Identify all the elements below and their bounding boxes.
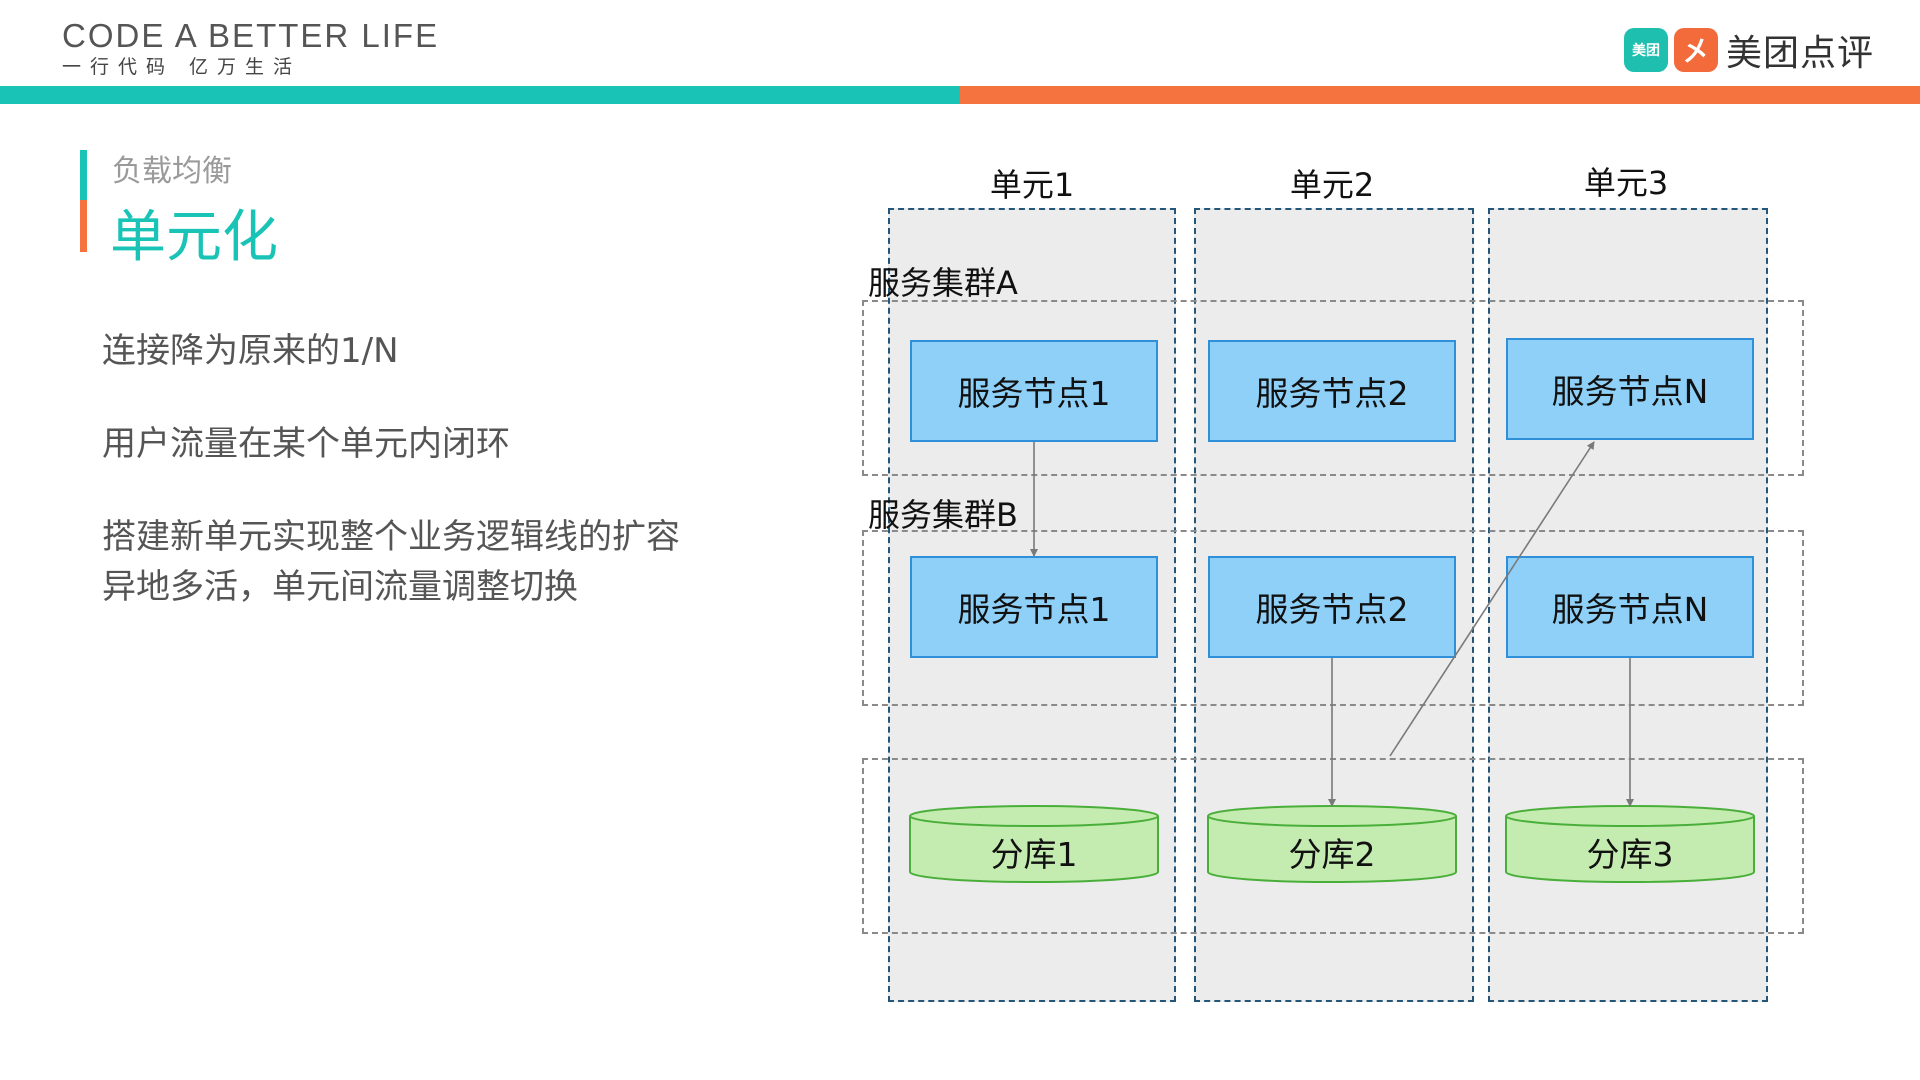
cluster-a-label: 服务集群A (868, 264, 1018, 302)
cluster-b-label: 服务集群B (868, 496, 1018, 534)
page-title: 单元化 (110, 205, 278, 270)
unit-label-3: 单元3 (1583, 164, 1669, 202)
bullet-item: 搭建新单元实现整个业务逻辑线的扩容 (102, 517, 680, 557)
header-stripe-teal (0, 86, 960, 104)
cluster-b-node-n: 服务节点N (1506, 556, 1754, 658)
logo-text: 美团点评 (1726, 33, 1875, 74)
brand-slogan: CODE A BETTER LIFE 一行代码 亿万生活 (62, 17, 440, 79)
database-label-3: 分库3 (1586, 835, 1674, 874)
title-accent-bar-teal (80, 150, 87, 200)
meituan-logo-icon: 美团 (1624, 28, 1668, 72)
cluster-a-node-n: 服务节点N (1506, 338, 1754, 440)
dianping-logo-icon: 㐅 (1674, 28, 1718, 72)
section-subtitle: 负载均衡 (112, 154, 232, 189)
unit-label-2: 单元2 (1289, 166, 1375, 204)
brand-slogan-english: CODE A BETTER LIFE (62, 17, 440, 54)
bullet-item: 异地多活，单元间流量调整切换 (102, 567, 578, 607)
brand-slogan-chinese: 一行代码 亿万生活 (62, 56, 302, 78)
cluster-b-node-1: 服务节点1 (910, 556, 1158, 658)
cluster-a-node-1: 服务节点1 (910, 340, 1158, 442)
cluster-a-region (862, 300, 1804, 476)
bullet-item: 连接降为原来的1/N (102, 331, 399, 371)
meituan-dianping-logo: 美团 㐅 美团点评 (1624, 26, 1874, 74)
title-accent-bar-orange (80, 200, 87, 252)
cluster-b-region (862, 530, 1804, 706)
header-stripe-orange (960, 86, 1920, 104)
database-label-1: 分库1 (990, 835, 1078, 874)
database-region (862, 758, 1804, 934)
cluster-a-node-2: 服务节点2 (1208, 340, 1456, 442)
cluster-b-node-2: 服务节点2 (1208, 556, 1456, 658)
bullet-item: 用户流量在某个单元内闭环 (102, 424, 510, 464)
unit-label-1: 单元1 (989, 166, 1075, 204)
bullet-list: 连接降为原来的1/N 用户流量在某个单元内闭环 搭建新单元实现整个业务逻辑线的扩… (102, 326, 680, 612)
database-label-2: 分库2 (1288, 835, 1376, 874)
